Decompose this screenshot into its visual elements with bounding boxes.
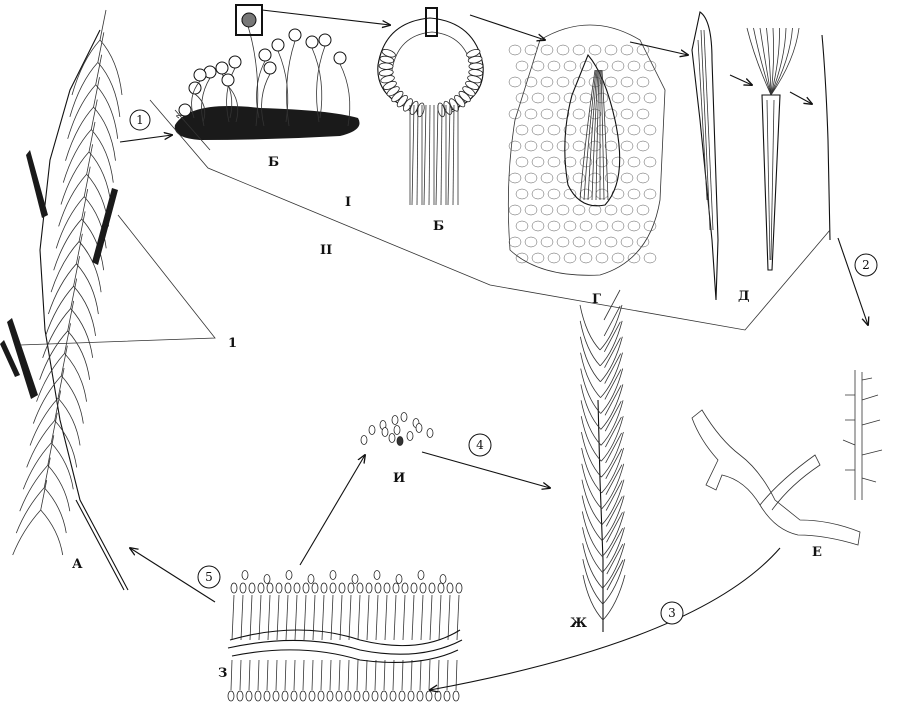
arrow-1 xyxy=(119,135,172,143)
divider-line-ii xyxy=(149,99,831,331)
label-zh: Ж xyxy=(570,616,587,631)
label-a: А xyxy=(72,557,83,572)
infected-ear-drawing xyxy=(0,9,129,591)
conidia-drawing xyxy=(360,412,434,446)
arrow-2 xyxy=(837,237,868,325)
step-3: 3 xyxy=(660,601,684,625)
label-e: Е xyxy=(812,545,822,560)
label-arabic-1: 1 xyxy=(228,336,237,351)
step-4-number: 4 xyxy=(476,438,484,452)
label-d: Д xyxy=(738,289,750,304)
step-1: 1 xyxy=(129,109,151,131)
conidial-mycelium-drawing xyxy=(227,570,463,702)
step-2-number: 2 xyxy=(862,258,870,272)
step-5: 5 xyxy=(197,565,221,589)
step-5-number: 5 xyxy=(205,570,213,584)
label-b-2: Б xyxy=(433,219,444,234)
arrow-to-conidia xyxy=(299,455,365,566)
arrow-to-ascus-2 xyxy=(729,74,752,85)
label-b-1: Б xyxy=(268,155,279,170)
arrow-3 xyxy=(430,547,781,690)
label-roman-2: II xyxy=(320,243,332,258)
label-g: Г xyxy=(592,292,601,307)
label-z: З xyxy=(218,666,227,681)
asci-drawing xyxy=(691,11,831,301)
label-roman-1: I xyxy=(345,195,351,210)
arrow-to-perithecium xyxy=(469,14,545,40)
stroma-section-drawing xyxy=(377,7,484,206)
label-i: И xyxy=(393,471,405,486)
step-1-number: 1 xyxy=(136,113,144,127)
healthy-ear-drawing xyxy=(579,289,626,632)
arrow-5 xyxy=(130,548,216,603)
arrow-to-stroma xyxy=(261,9,390,25)
divider-line-i xyxy=(174,109,211,151)
pointer-lines-1 xyxy=(19,214,216,346)
perithecium-drawing xyxy=(507,24,666,276)
arrow-to-ascus xyxy=(629,41,688,55)
sclerotium-stromata-drawing xyxy=(174,4,360,140)
hyphae-drawing xyxy=(691,370,883,546)
step-3-number: 3 xyxy=(668,606,676,620)
arrow-4 xyxy=(421,451,550,488)
step-4: 4 xyxy=(468,433,492,457)
step-2: 2 xyxy=(854,253,878,277)
arrow-to-spore xyxy=(789,91,812,104)
